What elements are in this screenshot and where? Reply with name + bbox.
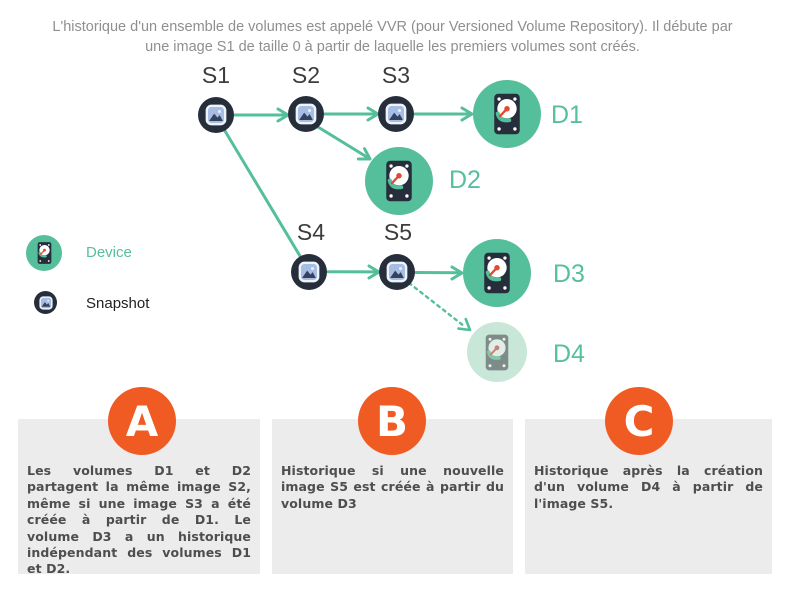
arrowhead-s5 (367, 264, 381, 280)
hard-disk-icon-faded (483, 333, 511, 372)
arrowhead-d1 (460, 106, 474, 122)
snapshot-icon (385, 103, 407, 125)
badge-c: C (605, 387, 673, 455)
intro-line-1: L'historique d'un ensemble de volumes es… (52, 19, 733, 35)
panel-c-text: Historique après la création d'un volume… (534, 463, 763, 511)
badge-a: A (108, 387, 176, 455)
panel-b-text: Historique si une nouvelle image S5 est … (281, 463, 504, 511)
arrowhead-d4 (457, 317, 472, 332)
snapshot-icon (298, 261, 320, 283)
legend-snapshot-icon (34, 291, 57, 314)
intro-text: L'historique d'un ensemble de volumes es… (0, 17, 785, 57)
snapshot-label-s2: S2 (291, 62, 321, 88)
snapshot-node-s1 (198, 97, 234, 133)
snapshot-icon (205, 104, 227, 126)
snapshot-node-s5 (379, 254, 415, 290)
legend-device-icon (26, 235, 62, 271)
intro-line-2: une image S1 de taille 0 à partir de laq… (145, 39, 640, 55)
arrowhead-s3 (366, 106, 380, 122)
hard-disk-icon (491, 92, 523, 136)
device-label-d2: D2 (449, 166, 481, 194)
badge-b: B (358, 387, 426, 455)
device-label-d1: D1 (551, 101, 583, 129)
hard-disk-icon (383, 159, 415, 203)
device-node-d1 (473, 80, 541, 148)
device-label-d4: D4 (553, 340, 585, 368)
arrowhead-s2 (276, 107, 290, 123)
snapshot-label-s3: S3 (381, 62, 411, 88)
snapshot-node-s3 (378, 96, 414, 132)
panel-a-text: Les volumes D1 et D2 partagent la même i… (27, 463, 251, 577)
edge-s2-d2 (316, 125, 368, 158)
device-node-d3 (463, 239, 531, 307)
arrowhead-d3 (450, 265, 464, 281)
device-node-d4 (467, 322, 527, 382)
snapshot-label-s1: S1 (201, 62, 231, 88)
snapshot-icon (39, 296, 53, 310)
device-label-d3: D3 (553, 260, 585, 288)
edge-s5-d4-dashed (407, 281, 466, 328)
device-node-d2 (365, 147, 433, 215)
snapshot-label-s4: S4 (296, 219, 326, 245)
legend-snapshot-label: Snapshot (86, 295, 150, 312)
snapshot-icon (295, 103, 317, 125)
panel-c: Historique après la création d'un volume… (525, 419, 772, 574)
hard-disk-icon (36, 241, 53, 265)
snapshot-icon (386, 261, 408, 283)
legend-device-label: Device (86, 244, 132, 261)
panel-a: Les volumes D1 et D2 partagent la même i… (18, 419, 260, 576)
snapshot-label-s5: S5 (383, 219, 413, 245)
snapshot-node-s4 (291, 254, 327, 290)
hard-disk-icon (481, 251, 513, 295)
snapshot-node-s2 (288, 96, 324, 132)
